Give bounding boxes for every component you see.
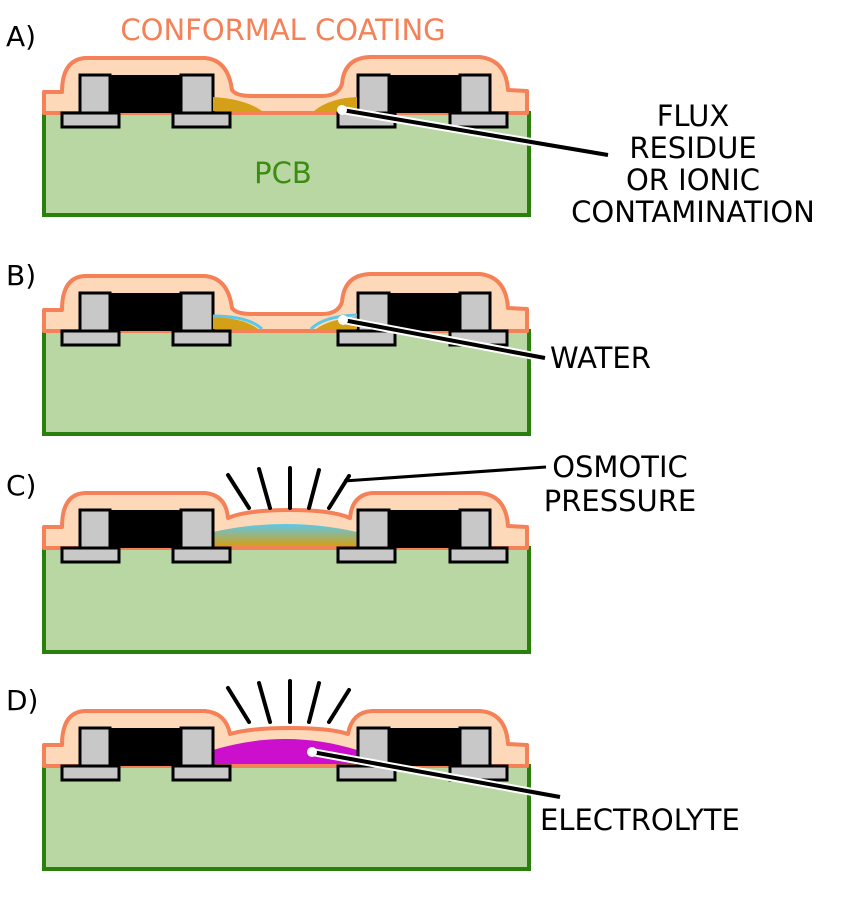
terminal-pad xyxy=(171,546,232,564)
component-lead xyxy=(78,508,112,550)
electrolyte-pointer-dot xyxy=(307,747,317,757)
flux-residue-left xyxy=(213,317,258,329)
pressure-ray xyxy=(257,681,272,724)
contaminated-water-blister xyxy=(213,524,357,546)
water-film-right xyxy=(309,313,358,331)
panel-c xyxy=(42,465,547,654)
panel-d xyxy=(42,679,561,871)
flux-residue-label: FLUX RESIDUE OR IONIC CONTAMINATION xyxy=(571,99,815,229)
conformal-coating-label: CONFORMAL COATING xyxy=(120,13,445,47)
pcb-label: PCB xyxy=(254,156,312,190)
pressure-rays xyxy=(226,466,351,510)
terminal-pad xyxy=(60,329,121,347)
panel-letter-d: D) xyxy=(6,684,38,717)
terminal-pad xyxy=(60,111,121,129)
terminal-pad xyxy=(448,111,509,129)
panel-letter-c: C) xyxy=(6,469,36,502)
pressure-ray xyxy=(257,467,272,510)
component-lead xyxy=(78,291,112,333)
flux-label-line: FLUX xyxy=(657,99,730,133)
component-lead xyxy=(356,73,391,115)
panel-a xyxy=(42,55,609,217)
pressure-ray xyxy=(327,688,351,724)
flux-pointer-line xyxy=(341,108,609,157)
electrolyte-blister xyxy=(213,739,357,764)
right-component xyxy=(336,73,509,129)
flux-residue-left xyxy=(213,97,262,111)
left-component xyxy=(60,508,232,564)
flux-label-line: RESIDUE xyxy=(629,131,756,165)
right-component xyxy=(336,508,509,564)
osmotic-label-line: PRESSURE xyxy=(544,484,696,518)
component-lead xyxy=(78,726,112,768)
component-lead xyxy=(179,508,215,550)
component-lead xyxy=(458,508,492,550)
osmotic-pressure-label: OSMOTIC PRESSURE xyxy=(544,450,696,518)
terminal-pad xyxy=(336,546,397,564)
flux-label-line: OR IONIC xyxy=(626,163,760,197)
component-lead xyxy=(179,73,215,115)
component-lead xyxy=(458,726,492,768)
panel-letter-a: A) xyxy=(6,20,36,53)
water-film-left xyxy=(212,314,264,331)
terminal-pad xyxy=(448,546,509,564)
pcb-board xyxy=(42,546,531,654)
component-lead xyxy=(179,726,215,768)
pressure-ray xyxy=(226,686,251,724)
water-pointer-dot xyxy=(338,315,348,325)
component-lead xyxy=(78,73,112,115)
panel-b xyxy=(42,272,546,436)
terminal-pad xyxy=(171,329,232,347)
pressure-ray xyxy=(307,681,321,724)
osmotic-label-line: OSMOTIC xyxy=(552,450,688,484)
terminal-pad xyxy=(171,764,232,782)
flux-label-line: CONTAMINATION xyxy=(571,195,815,229)
osmotic-pointer-line xyxy=(343,465,547,483)
component-lead xyxy=(458,73,492,115)
panel-letter-b: B) xyxy=(6,259,36,292)
electrolyte-pointer-line xyxy=(311,750,561,799)
left-component xyxy=(60,726,232,782)
water-pointer-line xyxy=(342,318,546,360)
electrolyte-label: ELECTROLYTE xyxy=(540,803,740,837)
component-lead xyxy=(356,508,391,550)
terminal-pad xyxy=(60,764,121,782)
pressure-ray xyxy=(226,473,251,510)
left-component xyxy=(60,73,232,129)
component-lead xyxy=(179,291,215,333)
terminal-pad xyxy=(60,546,121,564)
pressure-rays xyxy=(226,679,351,724)
component-lead xyxy=(458,291,492,333)
water-label: WATER xyxy=(550,341,651,375)
terminal-pad xyxy=(336,329,397,347)
flux-pointer-dot xyxy=(337,105,347,115)
left-component xyxy=(60,291,232,347)
terminal-pad xyxy=(171,111,232,129)
pressure-ray xyxy=(307,468,321,510)
